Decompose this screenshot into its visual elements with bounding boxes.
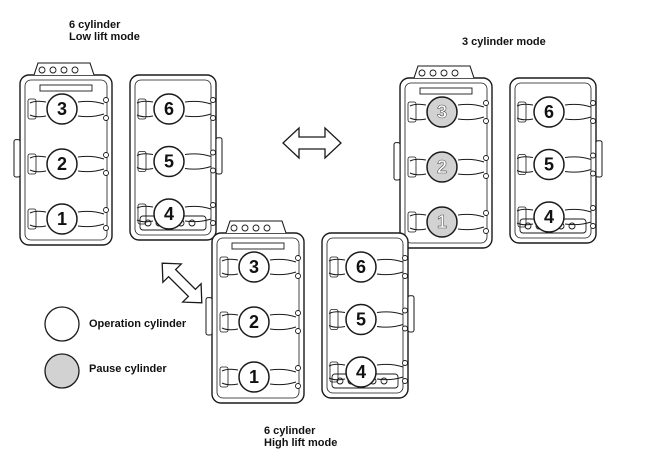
three-cyl-cylinder-5 [533, 148, 565, 181]
three-cyl-cylinder-4 [533, 201, 565, 233]
high-lift-cylinder-1-number: 1 [249, 367, 259, 387]
low-lift-cylinder-2-number: 2 [57, 154, 67, 174]
high-lift-cylinder-1 [238, 361, 270, 393]
low-lift-cylinder-2 [46, 148, 78, 180]
low-lift-left-bank: 3 2 1 [13, 62, 113, 246]
low-lift-mode-line1: 6 cylinder [69, 19, 121, 31]
high-lift-cylinder-6-number: 6 [356, 257, 366, 277]
three-cyl-cylinder-6 [533, 96, 565, 128]
legend-operation-label: Operation cylinder [89, 318, 187, 330]
three-cyl-cylinder-3 [426, 96, 458, 128]
high-lift-cylinder-5-number: 5 [356, 310, 366, 330]
high-lift-cylinder-6 [345, 251, 377, 283]
high-lift-right-bank: 6 5 4 [321, 232, 415, 399]
three-cylinder-mode-line1: 3 cylinder mode [462, 36, 546, 48]
low-lift-cylinder-5-number: 5 [164, 152, 174, 172]
high-lift-mode-line2: High lift mode [264, 437, 338, 449]
high-lift-mode-label: 6 cylinder High lift mode [264, 425, 337, 449]
high-lift-cylinder-4 [345, 356, 377, 388]
low-lift-mode-label: 6 cylinder Low lift mode [69, 19, 140, 43]
three-cyl-cylinder-5-number: 5 [544, 155, 554, 175]
three-cyl-left-bank: 3 2 1 [393, 65, 493, 249]
high-lift-cylinder-5 [345, 303, 377, 336]
legend-pause-label: Pause cylinder [89, 363, 167, 375]
three-cyl-cylinder-1 [426, 206, 458, 238]
legend-pause-circle [44, 353, 80, 389]
high-lift-mode-line1: 6 cylinder [264, 425, 316, 437]
three-cyl-cylinder-6-number: 6 [544, 102, 554, 122]
high-lift-cylinder-3-number: 3 [249, 257, 259, 277]
high-lift-cylinder-4-number: 4 [356, 362, 366, 382]
low-lift-cylinder-6-number: 6 [164, 99, 174, 119]
legend-operation-circle [44, 306, 80, 342]
three-cyl-cylinder-4-number: 4 [544, 207, 554, 227]
engine-low-lift: 3 2 1 6 5 4 [13, 62, 223, 246]
high-lift-cylinder-3 [238, 251, 270, 283]
high-lift-cylinder-2 [238, 306, 270, 338]
low-lift-cylinder-6 [153, 93, 185, 125]
low-lift-right-bank: 6 5 4 [129, 74, 223, 241]
three-cyl-cylinder-3-number: 3 [437, 102, 447, 122]
low-lift-cylinder-4 [153, 198, 185, 230]
horizontal-double-arrow-icon [282, 126, 342, 160]
low-lift-cylinder-1 [46, 203, 78, 235]
high-lift-left-bank: 3 2 1 [205, 220, 305, 404]
low-lift-cylinder-5 [153, 145, 185, 178]
low-lift-cylinder-3 [46, 93, 78, 125]
high-lift-cylinder-2-number: 2 [249, 312, 259, 332]
three-cyl-cylinder-2 [426, 151, 458, 183]
three-cyl-cylinder-2-number: 2 [437, 157, 447, 177]
three-cylinder-mode-label: 3 cylinder mode [462, 36, 546, 48]
three-cyl-cylinder-1-number: 1 [437, 212, 447, 232]
three-cyl-right-bank: 6 5 4 [509, 77, 603, 244]
low-lift-cylinder-1-number: 1 [57, 209, 67, 229]
diagonal-double-arrow-icon [161, 262, 203, 304]
engine-three-cyl: 3 2 1 6 5 4 [393, 65, 603, 249]
low-lift-cylinder-4-number: 4 [164, 204, 174, 224]
low-lift-mode-line2: Low lift mode [69, 31, 140, 43]
low-lift-cylinder-3-number: 3 [57, 99, 67, 119]
engine-high-lift: 3 2 1 6 5 4 [205, 220, 415, 404]
